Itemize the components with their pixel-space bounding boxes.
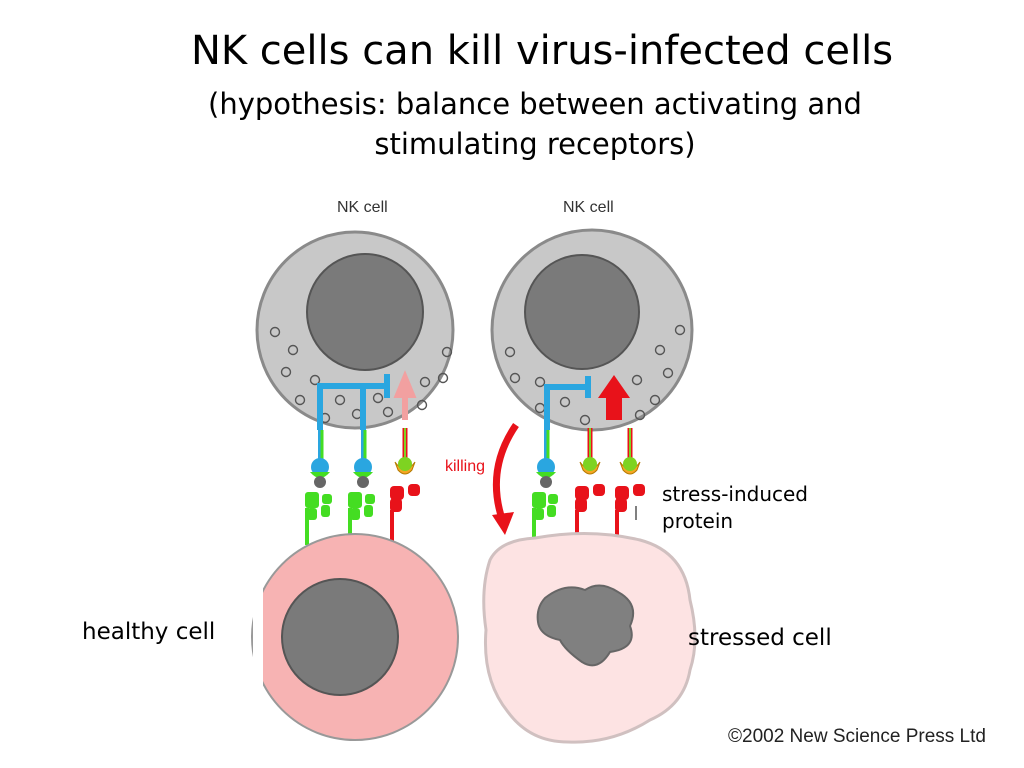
stressed-cell (482, 531, 697, 744)
nk-cell-label-left: NK cell (337, 199, 388, 216)
healthy-cell-label: healthy cell (82, 619, 216, 645)
page-subtitle: (hypothesis: balance between activating … (30, 84, 1024, 164)
right-nk-cell (490, 228, 694, 432)
stress-protein-label-2: protein (662, 509, 734, 533)
subtitle-text: (hypothesis: balance between activating … (208, 87, 862, 161)
granules-right (504, 324, 686, 426)
left-nk-cell (255, 230, 455, 430)
granules-left (269, 326, 453, 424)
stress-protein-label-1: stress-induced (662, 482, 809, 506)
right-receptors (536, 428, 641, 488)
killing-label: killing (445, 458, 486, 475)
stressed-cell-label: stressed cell (688, 625, 832, 651)
page-title: NK cells can kill virus-infected cells (190, 28, 894, 74)
killing-arrow (492, 423, 519, 535)
left-receptors (310, 428, 416, 488)
healthy-cell (251, 525, 459, 765)
nk-cell-label-right: NK cell (563, 199, 614, 216)
copyright-text: ©2002 New Science Press Ltd (728, 726, 986, 747)
